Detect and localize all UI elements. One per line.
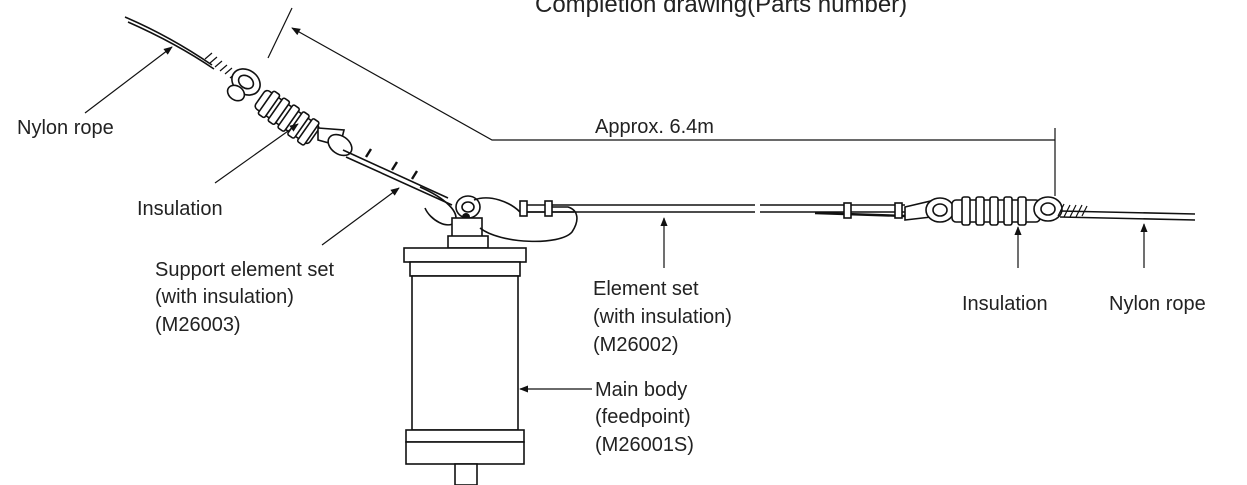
label-element-set-3: (M26002) [593,334,679,356]
label-nylon-rope-left: Nylon rope [17,117,114,139]
label-main-body-1: Main body [595,379,687,401]
nylon-rope-left [124,16,237,79]
drawing-title: Completion drawing(Parts number) [535,0,907,18]
label-main-body-2: (feedpoint) [595,406,691,428]
insulator-left [226,68,353,157]
insulator-right [904,196,1063,226]
support-element [342,148,457,226]
element-set [473,197,906,243]
label-insulation-left: Insulation [137,198,223,220]
label-support-element-2: (with insulation) [155,286,294,308]
label-insulation-right: Insulation [962,293,1048,315]
label-element-set-1: Element set [593,278,699,300]
label-support-element-1: Support element set [155,259,334,281]
nylon-rope-right [1057,203,1196,221]
label-element-set-2: (with insulation) [593,306,732,328]
label-support-element-3: (M26003) [155,314,241,336]
main-body-feedpoint [403,195,527,485]
dimension-line: Approx. 6.4m [267,7,1056,196]
callout-leaders [84,46,1148,393]
label-main-body-3: (M26001S) [595,434,694,456]
label-nylon-rope-right: Nylon rope [1109,293,1206,315]
dimension-label: Approx. 6.4m [595,116,714,138]
